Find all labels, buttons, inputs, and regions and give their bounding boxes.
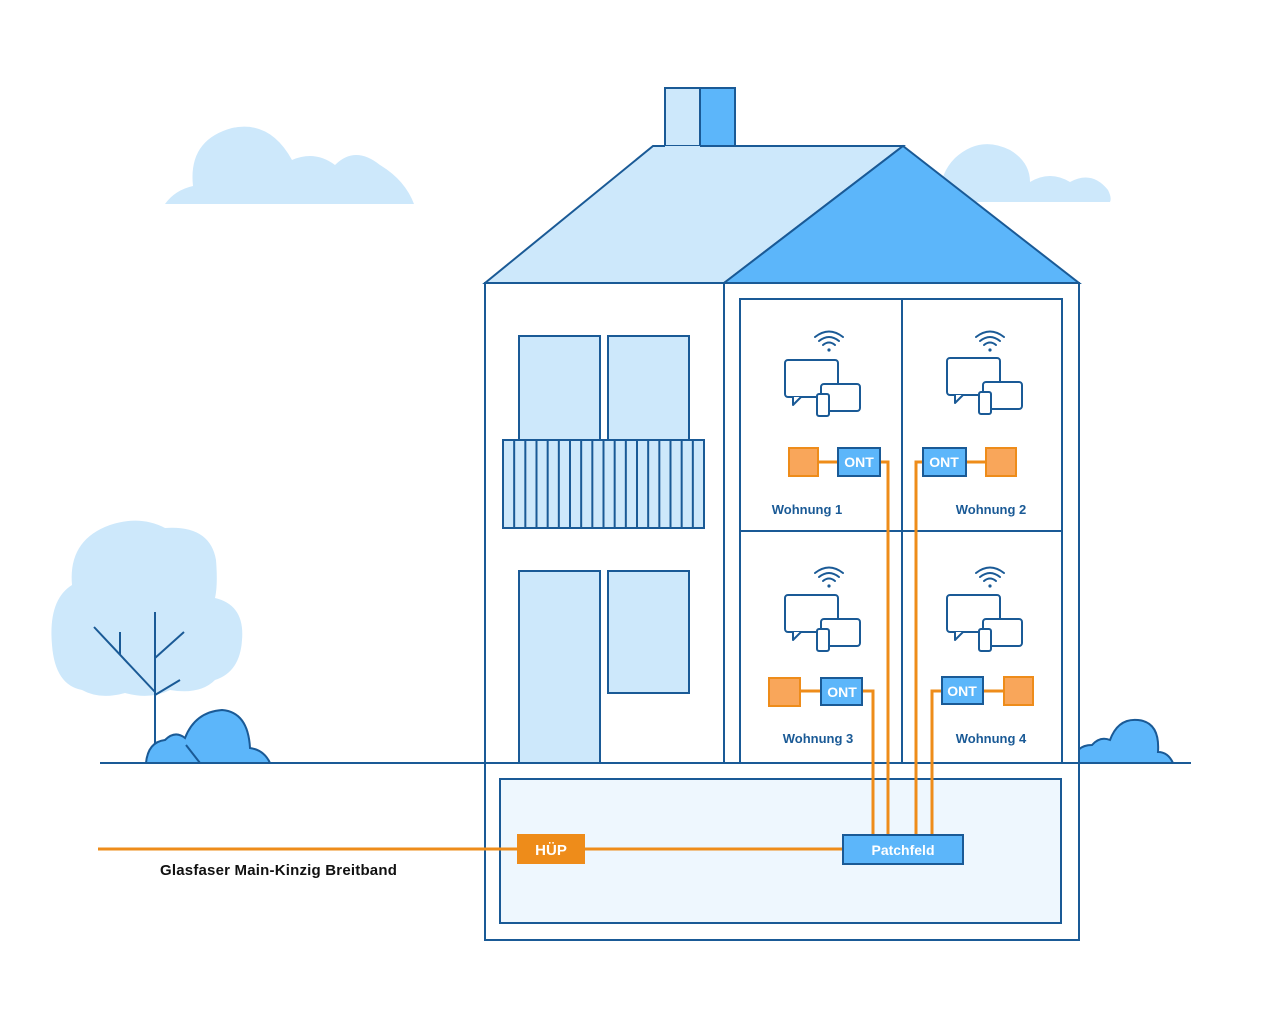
apartment-label: Wohnung 1 [772, 502, 843, 517]
bush-icon [1071, 718, 1175, 764]
monitor-tablet-phone-icon [946, 594, 1023, 652]
door [518, 570, 601, 764]
cloud-icon [165, 126, 414, 204]
fiber-outlet [788, 447, 819, 477]
monitor-tablet-phone-icon [784, 594, 861, 652]
tree-icon [51, 520, 243, 762]
wifi-icon [814, 330, 844, 352]
apartment-label: Wohnung 2 [956, 502, 1027, 517]
ont-label: ONT [929, 454, 959, 470]
cloud-icon [939, 144, 1111, 202]
window [607, 570, 690, 694]
patch-label: Patchfeld [871, 842, 934, 858]
wifi-icon [975, 566, 1005, 588]
wifi-icon [814, 566, 844, 588]
apartment-2: ONT Wohnung 2 [922, 330, 1027, 517]
ont-box [941, 676, 984, 705]
roof [482, 144, 1082, 284]
monitor-tablet-phone-icon [784, 359, 861, 417]
ont-box [922, 447, 967, 477]
fiber-outlet [1003, 676, 1034, 706]
hup-label: HÜP [535, 842, 567, 859]
basement-room [499, 778, 1062, 924]
window [607, 335, 690, 442]
fiber-outlet [985, 447, 1017, 477]
ont-box [820, 677, 863, 706]
ont-label: ONT [844, 454, 874, 470]
fiber-lines [98, 460, 1004, 851]
ont-box [837, 447, 881, 477]
apartment-3: ONT Wohnung 3 [768, 566, 863, 746]
hup-box: HÜP [517, 834, 585, 864]
apartment-4: ONT Wohnung 4 [941, 566, 1034, 746]
apartment-label: Wohnung 3 [783, 731, 854, 746]
bush-icon [144, 708, 272, 764]
monitor-tablet-phone-icon [946, 357, 1023, 415]
fiber-provider-caption: Glasfaser Main-Kinzig Breitband [160, 862, 398, 879]
patch-panel: Patchfeld [842, 834, 964, 865]
fiber-outlet [768, 677, 801, 707]
ont-label: ONT [827, 684, 857, 700]
ont-label: ONT [947, 683, 977, 699]
apartment-label: Wohnung 4 [956, 731, 1027, 746]
wifi-icon [975, 330, 1005, 352]
balcony [502, 439, 705, 529]
apartment-1: ONT Wohnung 1 [772, 330, 881, 517]
window [518, 335, 601, 442]
